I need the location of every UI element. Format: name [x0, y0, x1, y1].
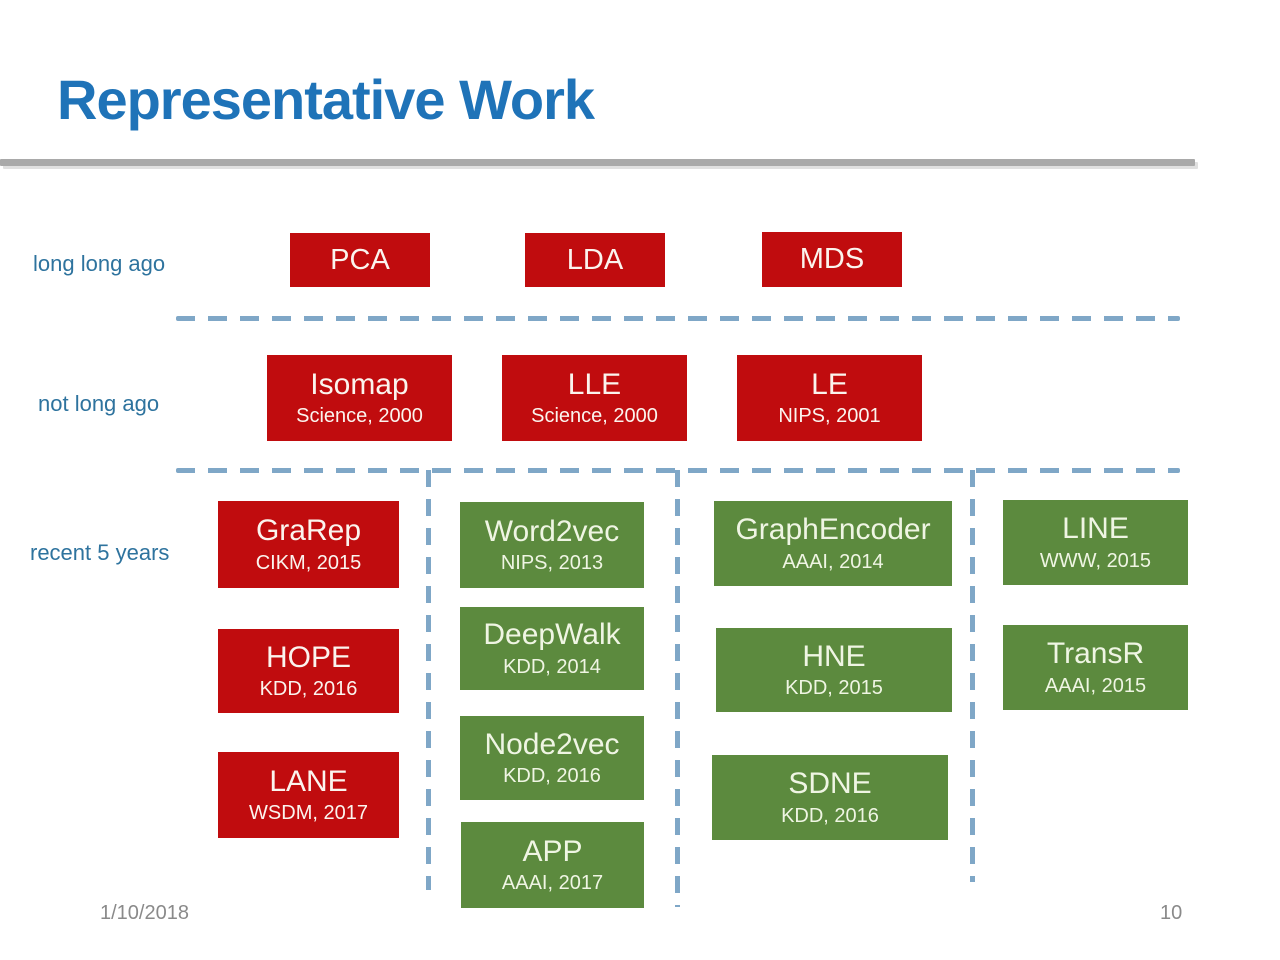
page-title: Representative Work: [57, 68, 595, 131]
method-box-lda: LDA: [525, 233, 665, 287]
method-name: APP: [522, 834, 583, 868]
method-box-hope: HOPE KDD, 2016: [218, 629, 399, 713]
method-venue: KDD, 2016: [503, 765, 601, 788]
footer-date: 1/10/2018: [100, 902, 189, 924]
column-separator-line-1: [426, 470, 431, 890]
method-venue: KDD, 2016: [781, 804, 879, 827]
method-name: LANE: [269, 764, 348, 798]
method-name: LLE: [567, 367, 622, 401]
method-name: Word2vec: [484, 514, 620, 548]
method-venue: CIKM, 2015: [255, 551, 362, 574]
method-venue: Science, 2000: [531, 405, 658, 428]
method-venue: AAAI, 2015: [1044, 674, 1147, 697]
method-venue: KDD, 2014: [503, 655, 601, 678]
method-box-transr: TransR AAAI, 2015: [1003, 625, 1188, 710]
method-box-mds: MDS: [762, 232, 902, 287]
method-venue: NIPS, 2001: [778, 405, 881, 428]
column-separator-line-3: [970, 470, 975, 882]
method-name: GraphEncoder: [735, 513, 931, 547]
era-label-recent-5-years: recent 5 years: [30, 540, 170, 565]
method-venue: KDD, 2015: [785, 677, 883, 700]
method-venue: AAAI, 2017: [501, 872, 604, 895]
column-separator-line-2: [675, 470, 680, 907]
method-venue: NIPS, 2013: [500, 552, 604, 575]
method-name: LE: [811, 367, 848, 401]
method-box-lle: LLE Science, 2000: [502, 355, 687, 441]
method-venue: WSDM, 2017: [249, 802, 368, 825]
method-name: HOPE: [265, 640, 352, 674]
era-label-not-long-ago: not long ago: [38, 391, 160, 416]
method-name: PCA: [330, 243, 390, 276]
method-name: LINE: [1062, 512, 1129, 546]
method-venue: KDD, 2016: [259, 678, 358, 701]
method-name: LDA: [566, 243, 624, 276]
method-box-le: LE NIPS, 2001: [737, 355, 922, 441]
method-box-pca: PCA: [290, 233, 430, 287]
footer-page-number: 10: [1160, 902, 1183, 924]
method-box-sdne: SDNE KDD, 2016: [712, 755, 948, 840]
era-label-long-long-ago: long long ago: [33, 251, 166, 276]
method-name: MDS: [799, 243, 865, 276]
method-venue: WWW, 2015: [1039, 549, 1152, 572]
method-name: HNE: [802, 639, 866, 673]
method-box-lane: LANE WSDM, 2017: [218, 752, 399, 838]
method-name: Isomap: [310, 367, 409, 401]
method-box-hne: HNE KDD, 2015: [716, 628, 952, 712]
method-box-app: APP AAAI, 2017: [461, 822, 644, 908]
method-venue: Science, 2000: [296, 405, 423, 428]
method-name: DeepWalk: [483, 618, 621, 652]
method-name: GraRep: [255, 514, 362, 548]
method-venue: AAAI, 2014: [782, 550, 884, 573]
method-name: SDNE: [788, 767, 872, 801]
method-box-line: LINE WWW, 2015: [1003, 500, 1188, 585]
method-name: TransR: [1046, 637, 1145, 671]
method-name: Node2vec: [484, 727, 620, 761]
era-separator-line-1: [176, 316, 1180, 321]
title-divider: [0, 159, 1195, 166]
